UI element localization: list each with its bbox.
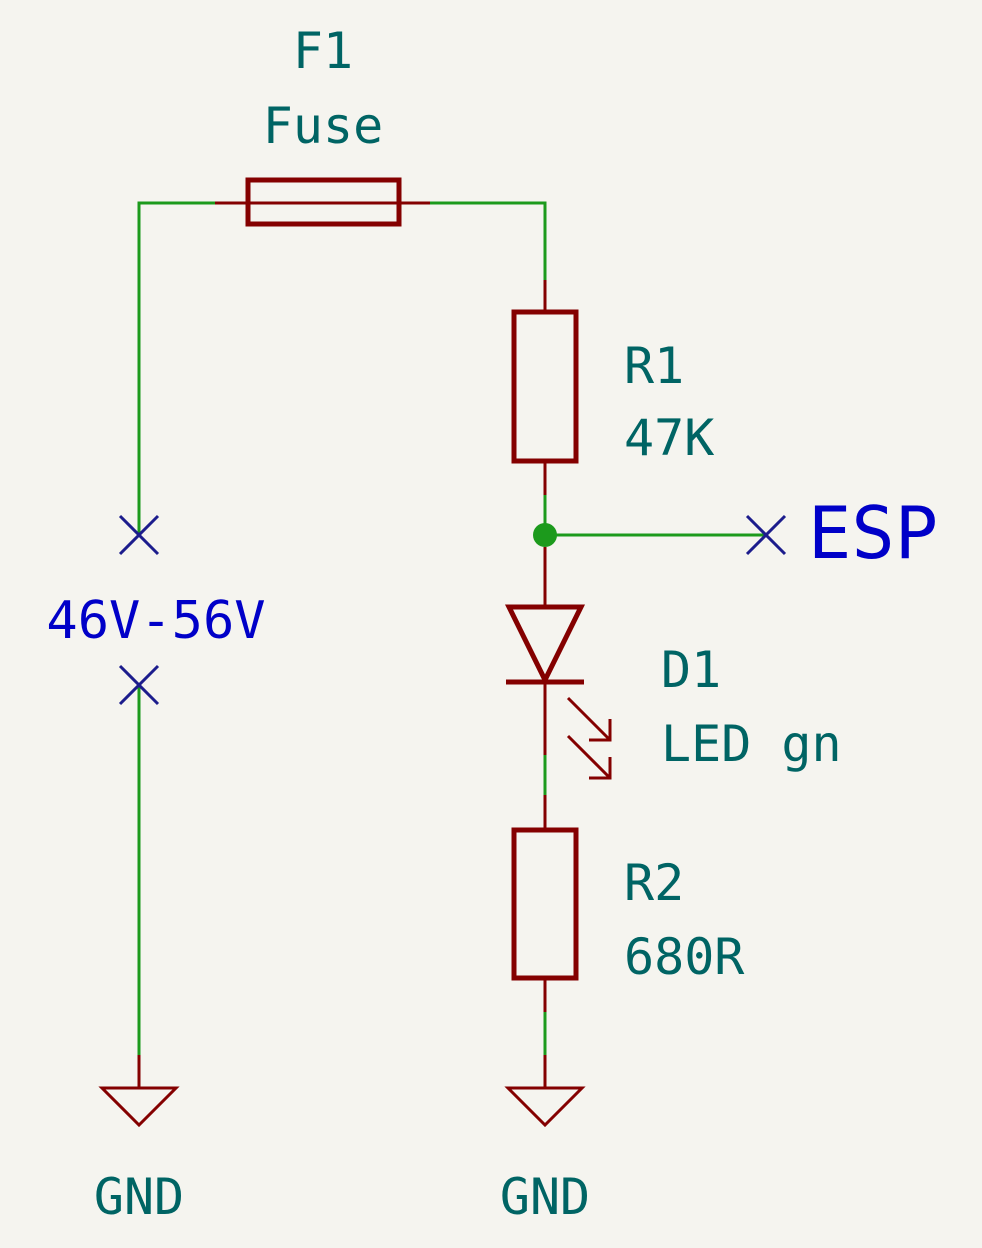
r2-value: 680R (624, 928, 745, 986)
input-voltage-label[interactable]: 46V-56V (46, 591, 265, 651)
wire-input-to-fuse (137, 201, 215, 535)
no-connect-marker-input-top-icon (118, 514, 160, 556)
junction-dot (533, 523, 557, 547)
fuse-f1[interactable] (215, 177, 430, 227)
gnd-symbol-left[interactable] (98, 1055, 180, 1128)
resistor-r2[interactable] (511, 795, 579, 1012)
no-connect-marker-input-bottom-icon (118, 664, 160, 706)
wires (137, 201, 766, 1055)
r2-reference: R2 (624, 854, 684, 912)
light-emission-arrows-icon (566, 696, 612, 780)
led-d1[interactable] (504, 547, 612, 780)
led-reference: D1 (661, 641, 721, 699)
gnd-symbol-right[interactable] (504, 1055, 586, 1128)
r1-reference: R1 (624, 337, 684, 395)
gnd-right-label: GND (500, 1168, 590, 1226)
fuse-reference: F1 (293, 22, 353, 80)
fuse-value: Fuse (263, 97, 383, 155)
led-value: LED gn (661, 715, 842, 773)
resistor-r1[interactable] (511, 280, 579, 495)
r1-value: 47K (624, 409, 714, 467)
gnd-left-label: GND (94, 1168, 184, 1226)
no-connect-marker-esp-icon (745, 514, 787, 556)
wire-fuse-to-r1 (430, 201, 547, 280)
esp-net-label[interactable]: ESP (808, 491, 938, 575)
